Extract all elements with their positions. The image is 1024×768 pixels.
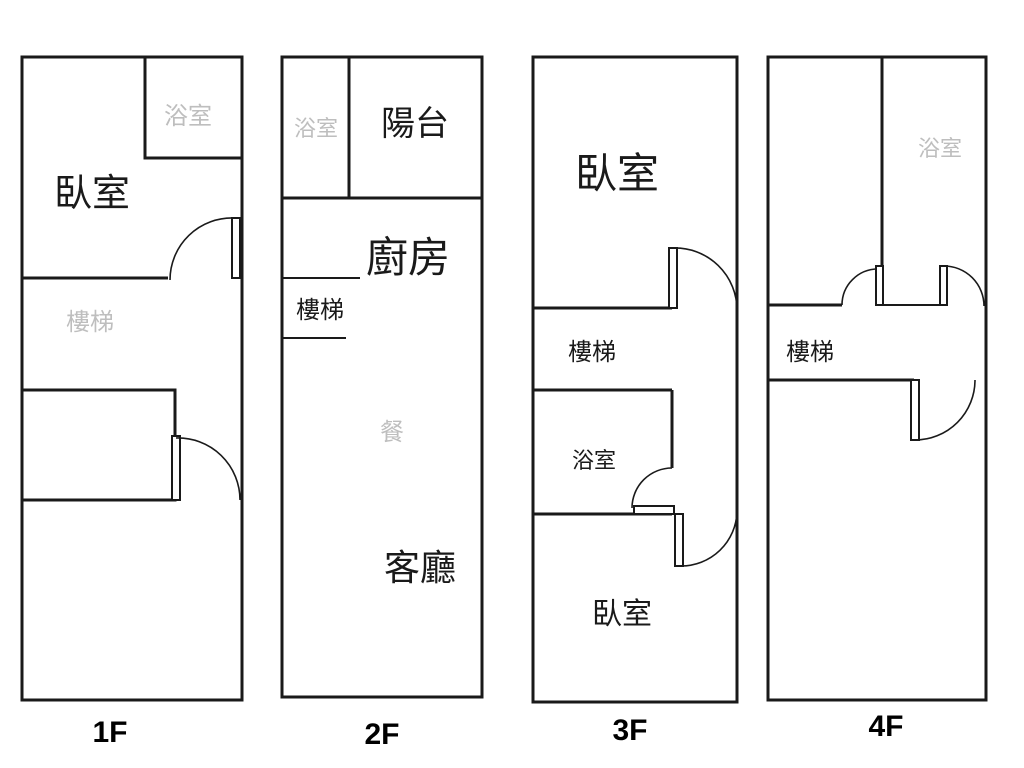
floor-2f: 浴室 陽台 廚房 樓梯 餐 客廳 2F <box>280 55 484 751</box>
floor-2f-kitchen-label: 廚房 <box>366 233 450 282</box>
floor-4f-stairs-door <box>910 379 920 441</box>
floor-3f-bathroom-label: 浴室 <box>572 449 616 474</box>
floor-1f-outline <box>20 55 244 702</box>
floor-4f-left-room-door <box>875 265 884 306</box>
floor-3f-bedroom-door-swing <box>672 247 738 311</box>
floor-3f-bathroom-door-swing <box>631 467 673 509</box>
floor-3f-bedroom2-door-swing <box>680 511 738 567</box>
floor-1f-bedroom-label: 臥室 <box>54 171 130 215</box>
floor-3f-stairs-label: 樓梯 <box>568 338 616 366</box>
floor-3f-outline <box>531 55 739 704</box>
floor-2f-living-label: 客廳 <box>384 548 456 589</box>
floor-1f-mid-room-wall <box>22 388 177 502</box>
floor-1f: 浴室 臥室 樓梯 1F <box>20 55 244 749</box>
floor-4f: 浴室 樓梯 4F <box>766 55 988 743</box>
floor-3f-bathroom-door <box>633 505 675 515</box>
floor-4f-bathroom-door-swing <box>943 265 985 307</box>
floor-3f-bedroom-top-label: 臥室 <box>575 149 659 198</box>
floor-3f-bedroom-door <box>668 247 678 309</box>
floor-2f-outline <box>280 55 484 699</box>
floor-4f-left-room-door-swing <box>841 268 879 306</box>
floor-2f-stairs-label: 樓梯 <box>296 296 344 324</box>
floor-2f-balcony-label: 陽台 <box>381 104 449 144</box>
floor-1f-mid-room-door-swing <box>175 437 241 501</box>
floor-1f-bedroom-door <box>231 217 241 279</box>
floor-1f-mid-room-door <box>171 435 181 501</box>
floor-4f-stairs-label: 樓梯 <box>786 338 834 366</box>
floor-4f-bathroom-label: 浴室 <box>918 137 962 162</box>
floor-3f-bedroom-bottom-label: 臥室 <box>592 597 652 632</box>
floor-3f-label: 3F <box>612 714 647 747</box>
floor-1f-stairs-label: 樓梯 <box>66 308 114 336</box>
floor-3f: 臥室 樓梯 浴室 臥室 3F <box>531 55 739 747</box>
floor-4f-stairs-door-swing <box>914 379 976 441</box>
floor-1f-small-room-wall <box>143 57 242 160</box>
floor-1f-label: 1F <box>92 716 127 749</box>
floor-2f-dining-label: 餐 <box>380 418 404 446</box>
floor-4f-label: 4F <box>868 710 903 743</box>
floor-2f-label: 2F <box>364 718 399 751</box>
floor-3f-bedroom2-door <box>674 513 684 567</box>
floor-4f-bathroom-door <box>939 265 948 306</box>
floor-1f-small-room-label: 浴室 <box>164 102 212 130</box>
floor-1f-bedroom-door-swing <box>169 217 235 281</box>
floor-2f-small-room-label: 浴室 <box>294 117 338 142</box>
